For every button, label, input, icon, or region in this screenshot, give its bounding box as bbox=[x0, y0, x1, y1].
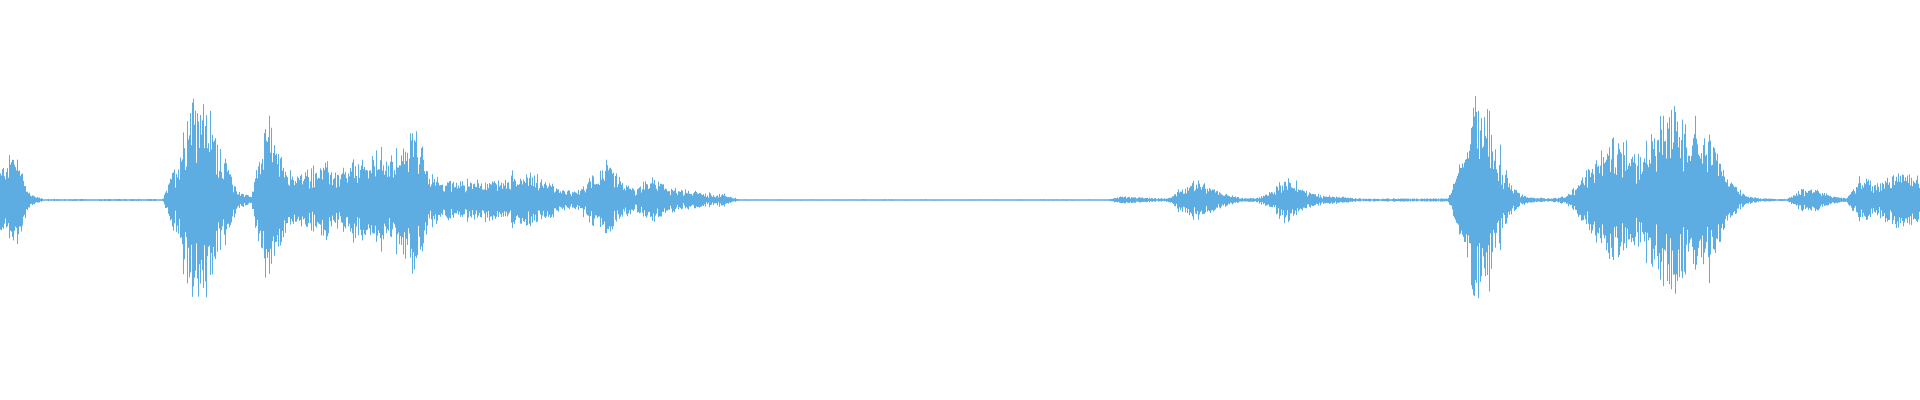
waveform-svg bbox=[0, 96, 1920, 299]
audio-waveform bbox=[0, 96, 1920, 299]
